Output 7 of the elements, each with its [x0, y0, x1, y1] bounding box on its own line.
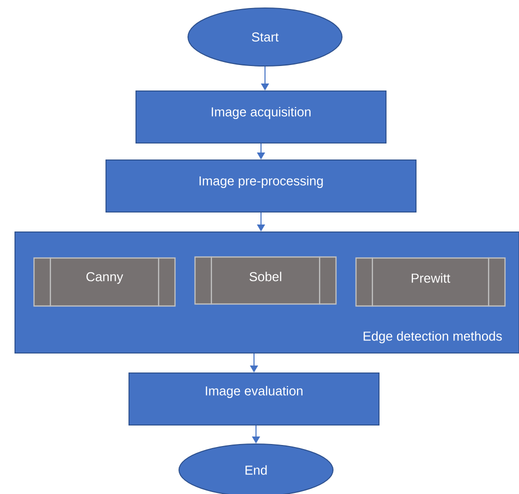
predefined-process-box: Sobel: [194, 256, 337, 305]
predefined-process-box: Canny: [33, 257, 176, 307]
group-heading: Edge detection methods: [364, 331, 502, 344]
process-box: Image pre-processing: [106, 160, 416, 212]
process-box: Image acquisition: [136, 90, 386, 144]
process-box: Image evaluation: [128, 372, 380, 426]
predefined-process-box: Prewitt: [355, 257, 506, 307]
